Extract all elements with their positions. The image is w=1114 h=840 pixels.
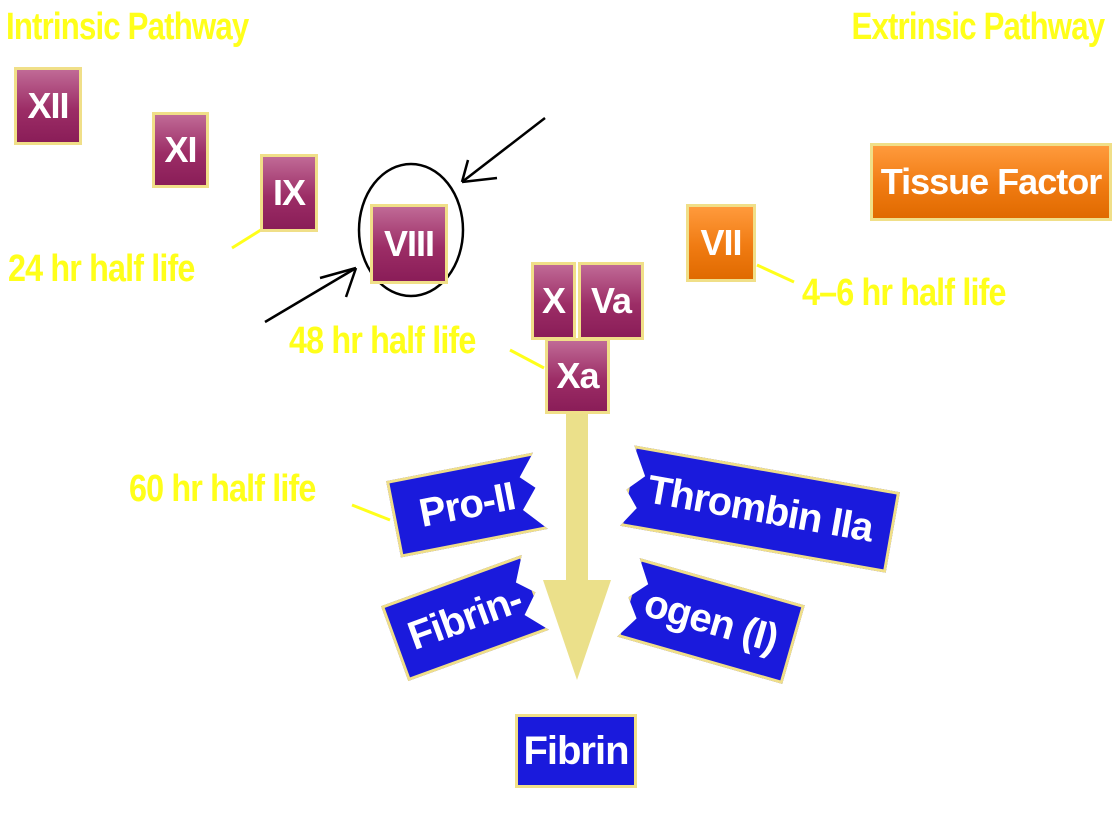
pro-ii-leader-line (351, 503, 391, 522)
factor-xii-box: XII (14, 67, 82, 145)
vii-leader-line (756, 263, 795, 284)
pro-ii-half-life-label: 60 hr half life (129, 468, 316, 510)
factor-vii-box: VII (686, 204, 756, 282)
factor-xi-box: XI (152, 112, 209, 188)
annotation-arrow-upper (461, 117, 546, 183)
viii-leader-line (509, 348, 545, 370)
annotation-arrow-upper-head (460, 159, 498, 184)
factor-viii-box: VIII (370, 204, 448, 284)
arrow-shaft (566, 412, 588, 590)
extrinsic-pathway-title: Extrinsic Pathway (851, 6, 1105, 48)
intrinsic-pathway-title: Intrinsic Pathway (6, 6, 249, 48)
annotation-arrow-lower-head (319, 266, 358, 298)
arrow-head (543, 580, 611, 680)
factor-x-box: X (531, 262, 576, 340)
tissue-factor-box: Tissue Factor (870, 143, 1112, 221)
vii-half-life-label: 4–6 hr half life (802, 272, 1006, 314)
annotation-arrow-lower (264, 266, 357, 324)
ix-leader-line (231, 226, 265, 250)
factor-va-box: Va (578, 262, 644, 340)
factor-ix-box: IX (260, 154, 318, 232)
annotation-circle (357, 162, 465, 298)
ix-half-life-label: 24 hr half life (8, 248, 195, 290)
factor-xa-box: Xa (545, 338, 610, 414)
viii-half-life-label: 48 hr half life (289, 320, 476, 362)
fibrin-banner: Fibrin (515, 714, 637, 788)
